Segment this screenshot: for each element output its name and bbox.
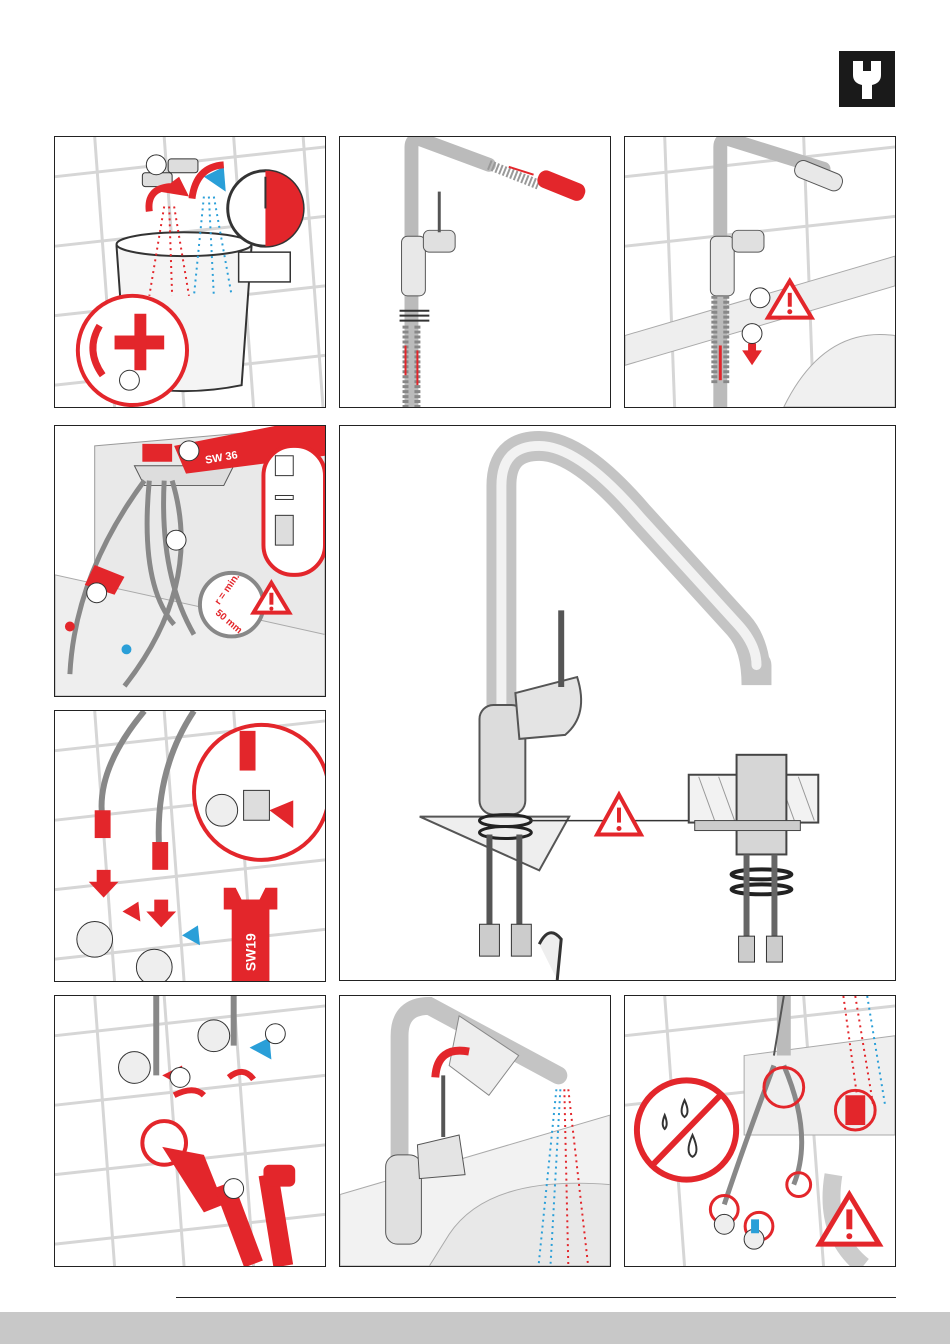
wrench-label-sw19: SW19 bbox=[243, 933, 259, 971]
footer-rule bbox=[176, 1297, 896, 1298]
step-panel-flush-valves bbox=[54, 136, 326, 408]
wrench-sw19: SW19 bbox=[224, 888, 278, 981]
no-drip-icon bbox=[637, 1080, 736, 1179]
faucet-overview-panel bbox=[339, 425, 896, 981]
wrench-badge bbox=[839, 51, 895, 107]
step-panel-open-valves bbox=[54, 995, 326, 1267]
step-panel-spray-return bbox=[624, 136, 896, 408]
step-panel-check-leaks bbox=[624, 995, 896, 1267]
wrench-icon bbox=[839, 51, 895, 107]
min-radius-indicator: r = min. 50 mm bbox=[200, 571, 264, 636]
warning-triangle-icon bbox=[597, 795, 641, 835]
step-panel-operate-lever bbox=[339, 995, 611, 1267]
step-panel-connect-hose-sw36: SW 36 r = min. 50 mm bbox=[54, 425, 326, 697]
footer-band bbox=[0, 1312, 950, 1344]
stopwatch-icon bbox=[228, 171, 303, 246]
step-panel-pull-spray bbox=[339, 136, 611, 408]
step-panel-connect-hose-sw19: SW19 bbox=[54, 710, 326, 982]
